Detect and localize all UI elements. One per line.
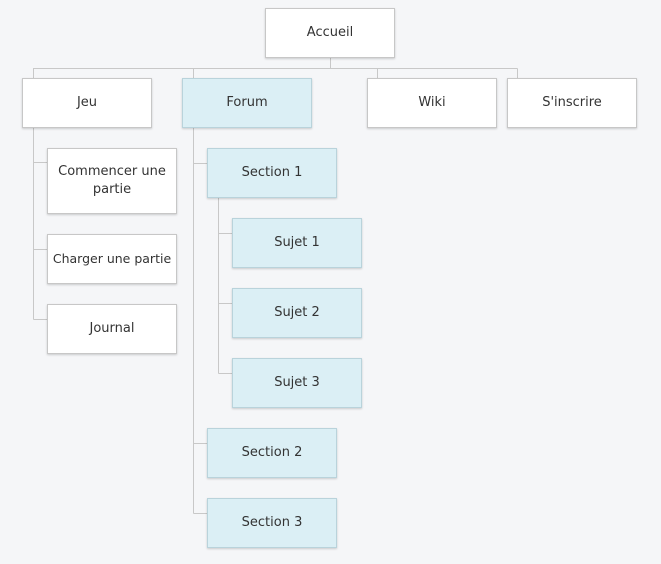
node-commencer-une-partie[interactable]: Commencer une partie [47,148,177,214]
node-journal[interactable]: Journal [47,304,177,354]
node-section-1[interactable]: Section 1 [207,148,337,198]
node-sujet-1[interactable]: Sujet 1 [232,218,362,268]
node-jeu[interactable]: Jeu [22,78,152,128]
node-wiki[interactable]: Wiki [367,78,497,128]
node-sujet-3[interactable]: Sujet 3 [232,358,362,408]
node-section-3[interactable]: Section 3 [207,498,337,548]
node-forum[interactable]: Forum [182,78,312,128]
node-section-2[interactable]: Section 2 [207,428,337,478]
node-sinscrire[interactable]: S'inscrire [507,78,637,128]
node-accueil[interactable]: Accueil [265,8,395,58]
node-charger-une-partie[interactable]: Charger une partie [47,234,177,284]
node-sujet-2[interactable]: Sujet 2 [232,288,362,338]
